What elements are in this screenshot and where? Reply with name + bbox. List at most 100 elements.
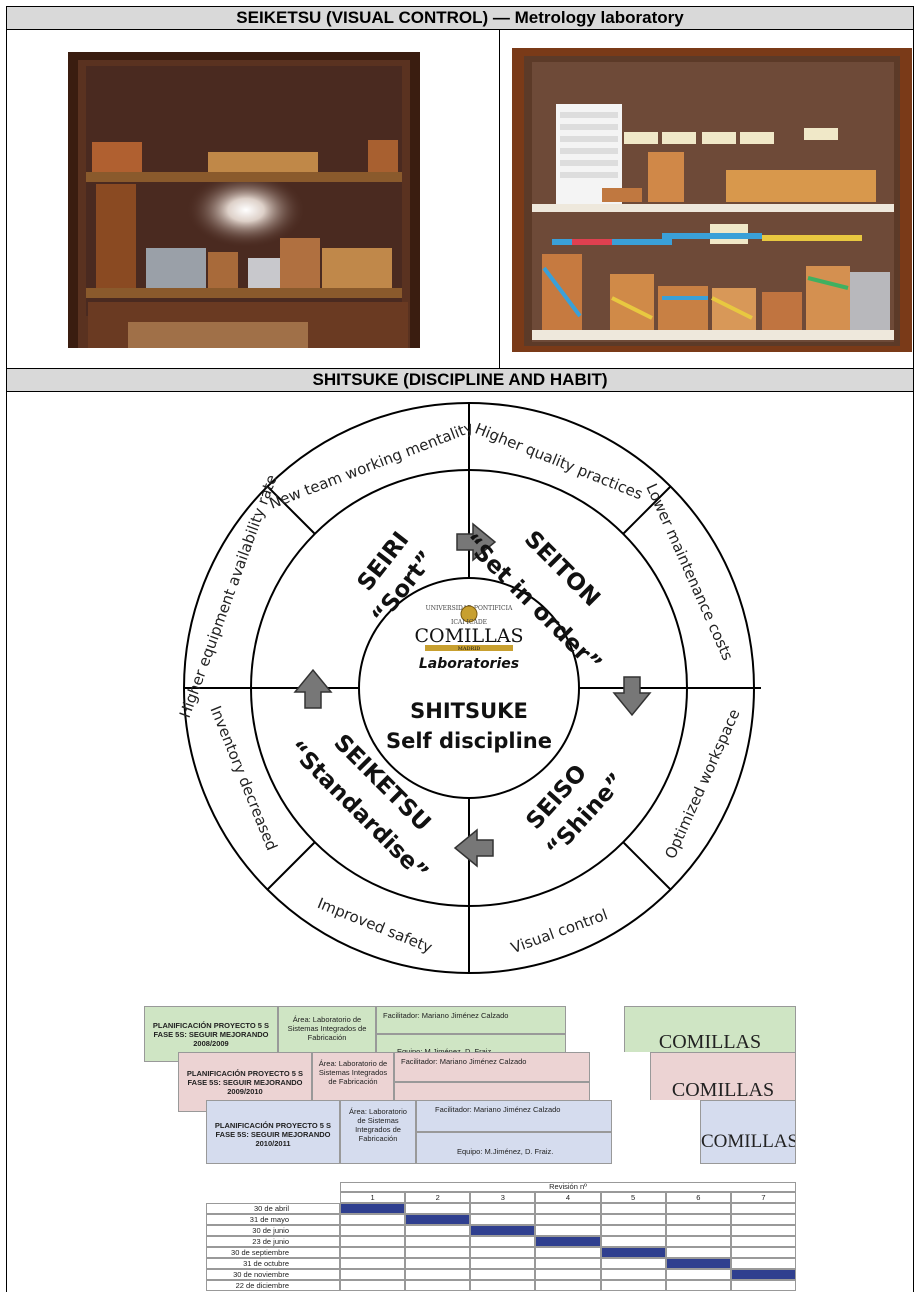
sheet1-facilitador: Facilitador: Mariano Jiménez Calzado	[376, 1006, 566, 1034]
gantt-cell	[600, 1214, 666, 1225]
gantt-cell	[405, 1247, 471, 1258]
sheet3-equipo: Equipo: M.Jiménez, D. Fraiz.	[416, 1132, 612, 1164]
gantt-cell	[535, 1225, 601, 1236]
gantt-bar	[470, 1225, 536, 1236]
gantt-bar	[730, 1269, 796, 1280]
gantt-cell	[730, 1203, 796, 1214]
sheet2-facilitador: Facilitador: Mariano Jiménez Calzado	[394, 1052, 590, 1082]
outcome-availability-rate: Higher equipment availability rate	[177, 472, 281, 720]
gantt-cell	[665, 1247, 731, 1258]
outcome-higher-quality: Higher quality practices	[472, 419, 645, 503]
logo-city-text: MADRID	[458, 646, 481, 652]
outcome-improved-safety: Improved safety	[315, 894, 435, 957]
gantt-cell	[340, 1269, 406, 1280]
arrow-left-icon	[453, 828, 494, 868]
gantt-cell	[535, 1258, 601, 1269]
gantt-cell	[470, 1214, 536, 1225]
gantt-cell	[470, 1269, 536, 1280]
gantt-cell	[535, 1214, 601, 1225]
gantt-cell	[405, 1269, 471, 1280]
gantt-cell	[730, 1225, 796, 1236]
cabinet-before-photo	[68, 52, 420, 348]
revision-col-header: 6	[665, 1192, 731, 1203]
gantt-cell	[340, 1258, 406, 1269]
sheet1-logo-name: COMILLAS	[658, 1031, 762, 1053]
date-row-label: 23 de junio	[206, 1236, 340, 1247]
revision-col-header: 3	[470, 1192, 536, 1203]
comillas-logo: UNIVERSIDAD PONTIFICIA ICAI ICADE COMILL…	[414, 605, 523, 672]
gantt-cell	[730, 1280, 796, 1291]
shitsuke-header: SHITSUKE (DISCIPLINE AND HABIT)	[6, 368, 914, 392]
gantt-cell	[535, 1203, 601, 1214]
date-row-label: 30 de abril	[206, 1203, 340, 1214]
gantt-cell	[600, 1258, 666, 1269]
gantt-cell	[340, 1280, 406, 1291]
gantt-bar	[665, 1258, 731, 1269]
five-s-wheel: SEIRI “Sort” SEITON “Set in order” SEISO…	[177, 402, 761, 974]
gantt-cell	[730, 1214, 796, 1225]
sheet3-title: PLANIFICACIÓN PROYECTO 5 S FASE 5S: SEGU…	[206, 1100, 340, 1164]
gantt-cell	[340, 1247, 406, 1258]
logo-sub-text: ICAI ICADE	[451, 619, 487, 626]
logo-caption-text: Laboratories	[419, 656, 519, 672]
gantt-cell	[470, 1258, 536, 1269]
outcome-visual-control: Visual control	[509, 905, 611, 957]
gantt-bar	[340, 1203, 406, 1214]
gantt-cell	[470, 1203, 536, 1214]
date-row-label: 30 de junio	[206, 1225, 340, 1236]
gantt-bar	[600, 1247, 666, 1258]
sheet3-logo: COMILLAS	[700, 1100, 796, 1164]
gantt-cell	[730, 1258, 796, 1269]
gantt-cell	[340, 1236, 406, 1247]
center-subtitle: Self discipline	[386, 729, 552, 753]
gantt-cell	[665, 1214, 731, 1225]
gantt-cell	[535, 1280, 601, 1291]
outcome-optimized-workspace: Optimized workspace	[661, 706, 743, 861]
gantt-cell	[405, 1236, 471, 1247]
gantt-bar	[405, 1214, 471, 1225]
gantt-cell	[665, 1203, 731, 1214]
date-row-label: 30 de noviembre	[206, 1269, 340, 1280]
gantt-cell	[600, 1269, 666, 1280]
date-row-label: 31 de octubre	[206, 1258, 340, 1269]
revision-col-header: 5	[600, 1192, 666, 1203]
gantt-cell	[405, 1280, 471, 1291]
gantt-cell	[405, 1203, 471, 1214]
gantt-cell	[340, 1214, 406, 1225]
gantt-cell	[600, 1280, 666, 1291]
gantt-cell	[600, 1225, 666, 1236]
revision-col-header: 7	[730, 1192, 796, 1203]
gantt-cell	[730, 1247, 796, 1258]
arrow-right-icon	[456, 522, 497, 562]
revision-header: Revisión nº	[340, 1182, 796, 1192]
seiketsu-header: SEIKETSU (VISUAL CONTROL) — Metrology la…	[6, 6, 914, 30]
gantt-cell	[600, 1236, 666, 1247]
gantt-cell	[535, 1247, 601, 1258]
sheet3-facilitador: Facilitador: Mariano Jiménez Calzado	[416, 1100, 612, 1132]
planning-sheets: PLANIFICACIÓN PROYECTO 5 S FASE 5S: SEGU…	[144, 1006, 796, 1292]
arrow-up-icon	[293, 668, 333, 709]
gantt-cell	[665, 1225, 731, 1236]
document-page: SEIKETSU (VISUAL CONTROL) — Metrology la…	[6, 6, 914, 1292]
date-row-label: 30 de septiembre	[206, 1247, 340, 1258]
logo-seal-icon	[460, 605, 478, 623]
center-title: SHITSUKE	[410, 699, 528, 723]
gantt-cell	[470, 1280, 536, 1291]
gantt-cell	[340, 1225, 406, 1236]
gantt-cell	[600, 1203, 666, 1214]
planning-sheet-2010: PLANIFICACIÓN PROYECTO 5 S FASE 5S: SEGU…	[206, 1100, 796, 1292]
logo-name-text: COMILLAS	[414, 625, 523, 647]
revision-col-header: 1	[340, 1192, 406, 1203]
date-row-label: 22 de diciembre	[206, 1280, 340, 1291]
gantt-cell	[535, 1269, 601, 1280]
gantt-cell	[665, 1269, 731, 1280]
gantt-cell	[470, 1247, 536, 1258]
arrow-down-icon	[612, 676, 652, 717]
date-row-label: 31 de mayo	[206, 1214, 340, 1225]
cabinet-after-photo	[512, 48, 912, 352]
sheet2-logo-name: COMILLAS	[671, 1079, 775, 1101]
gantt-cell	[470, 1236, 536, 1247]
gantt-cell	[730, 1236, 796, 1247]
sheet3-logo-name: COMILLAS	[701, 1131, 796, 1152]
